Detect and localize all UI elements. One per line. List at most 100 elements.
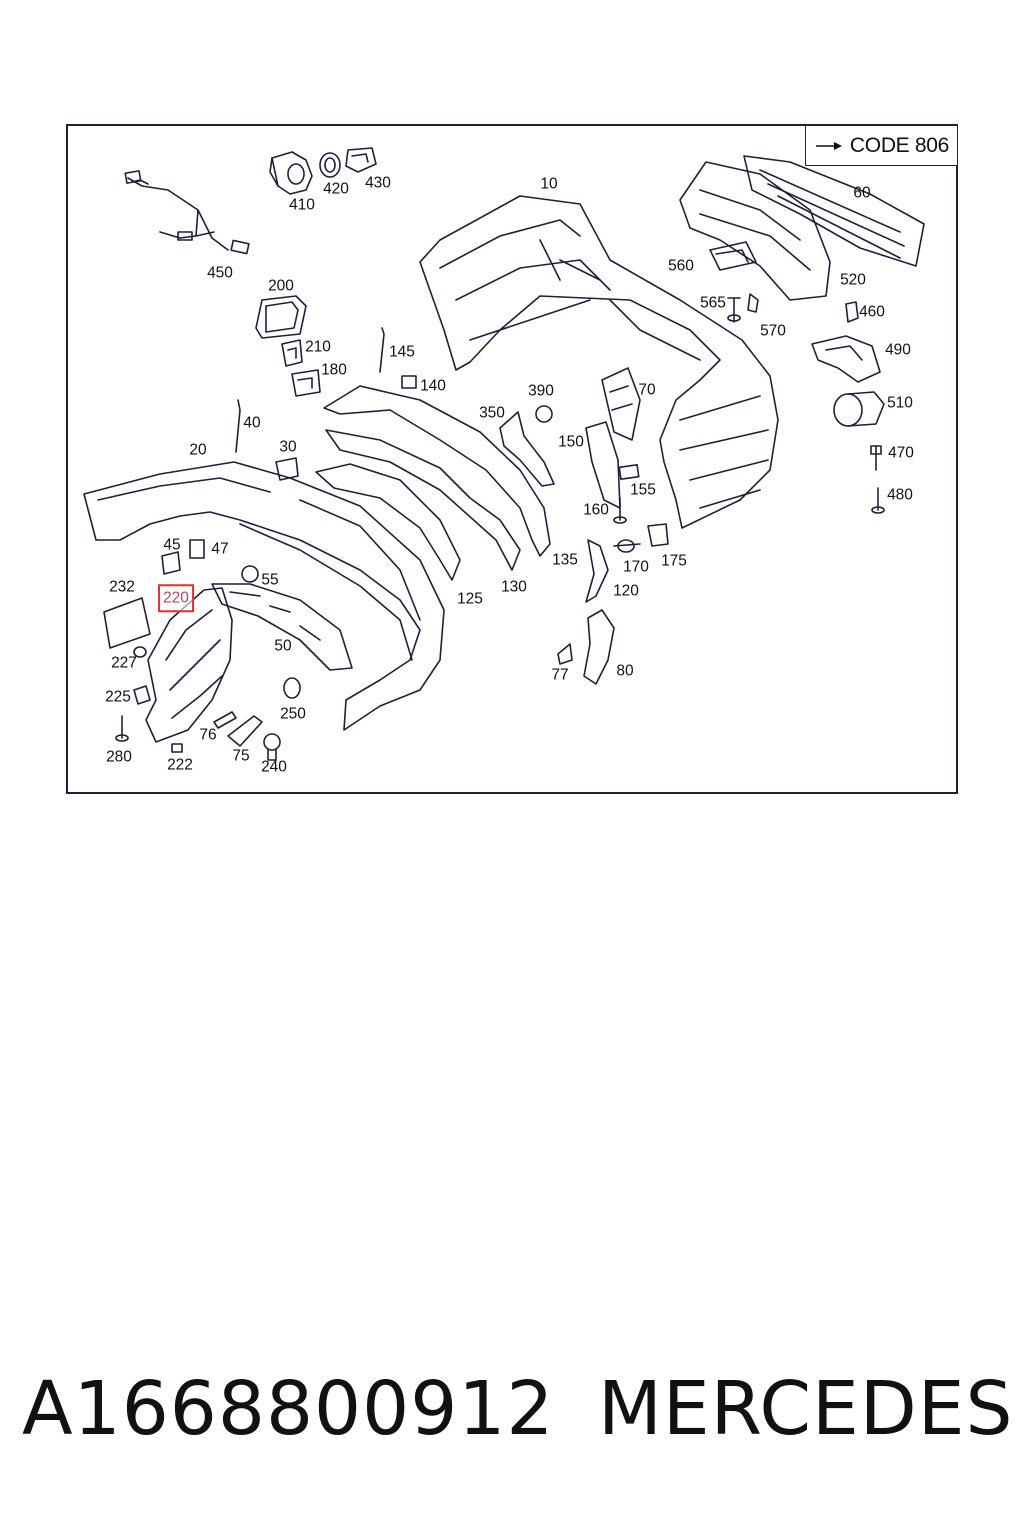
diagram-frame [66,124,958,794]
callout-80: 80 [616,662,634,680]
part-55-grommet [241,565,259,583]
callout-210: 210 [305,338,331,356]
callout-140: 140 [420,377,446,395]
part-227-nut [133,646,147,658]
part-60-diffuser [743,155,925,267]
callout-60: 60 [853,184,871,202]
part-390-nut [535,405,553,423]
code-label: CODE 806 [849,133,950,157]
part-560-panel [709,241,757,271]
callout-470: 470 [888,444,914,462]
callout-430: 430 [365,174,391,192]
callout-40: 40 [243,414,261,432]
callout-460: 460 [859,303,885,321]
callout-77: 77 [551,666,569,684]
part-80-flap [583,609,615,685]
callout-170: 170 [623,558,649,576]
callout-450: 450 [207,264,233,282]
callout-70: 70 [638,381,656,399]
part-570-clip [747,293,759,313]
part-120-trim [585,539,609,603]
part-180-bracket [291,369,321,397]
callout-480: 480 [887,486,913,504]
part-410-sensor [269,151,313,195]
callout-130: 130 [501,578,527,596]
part-10-bumper-cover [419,195,779,529]
callout-222: 222 [167,756,193,774]
part-20-lower-bumper [83,461,445,731]
code-806-box: CODE 806 [805,126,957,166]
callout-55: 55 [261,571,279,589]
callout-250: 250 [280,705,306,723]
part-520-carrier [679,161,831,301]
part-30-clip [275,457,299,481]
part-510-vent [833,391,885,427]
callout-227: 227 [111,654,137,672]
part-220-bracket [145,587,233,743]
part-175-clip [647,523,669,547]
part-222-clip [171,743,183,753]
part-50-carrier [211,583,353,671]
part-75-bracket [227,715,263,747]
part-140-clip [401,375,417,389]
part-470-fastener [870,445,882,471]
part-225-clip [133,685,151,705]
callout-30: 30 [279,438,297,456]
part-450-wiring-harness [124,170,250,255]
callout-47: 47 [211,540,229,558]
part-150-bracket [585,421,621,509]
part-40-strap [235,399,241,453]
part-280-screw [115,715,129,742]
part-480-fastener [871,487,885,514]
callout-240: 240 [261,758,287,776]
callout-10: 10 [540,175,558,193]
part-200-cover [255,295,307,339]
callout-50: 50 [274,637,292,655]
callout-75: 75 [232,747,250,765]
callout-565: 565 [700,294,726,312]
part-125-strip [325,429,521,571]
callout-490: 490 [885,341,911,359]
callout-20: 20 [189,441,207,459]
callout-160: 160 [583,501,609,519]
part-430-bracket [345,147,377,173]
callout-125: 125 [457,590,483,608]
part-145-strap [379,327,385,373]
callout-560: 560 [668,257,694,275]
callout-420: 420 [323,180,349,198]
callout-280: 280 [106,748,132,766]
part-460-clip [845,301,859,323]
callout-520: 520 [840,271,866,289]
callout-570: 570 [760,322,786,340]
callout-155: 155 [630,481,656,499]
part-232-cover [103,597,151,649]
part-250-grommet [283,677,301,699]
callout-135: 135 [552,551,578,569]
callout-350: 350 [479,404,505,422]
arrow-right-icon [815,141,842,150]
part-45-clip [161,551,181,575]
callout-200: 200 [268,277,294,295]
part-350-bracket [499,411,555,487]
callout-120: 120 [613,582,639,600]
part-155-clip [618,464,640,480]
callout-76: 76 [199,726,217,744]
part-160-screw [613,497,627,524]
part-76-strip [213,711,237,729]
callout-232: 232 [109,578,135,596]
callout-150: 150 [558,433,584,451]
callout-220-highlighted: 220 [158,584,194,612]
part-490-bracket [811,335,881,383]
callout-175: 175 [661,552,687,570]
brand-caption: MERCEDES [598,1366,1014,1452]
callout-510: 510 [887,394,913,412]
part-210-bracket [281,339,303,367]
callout-225: 225 [105,688,131,706]
callout-410: 410 [289,196,315,214]
part-47-clip [189,539,205,559]
callout-180: 180 [321,361,347,379]
callout-390: 390 [528,382,554,400]
exploded-parts-drawing [83,147,925,761]
part-565-screw [727,297,741,323]
part-number-caption: A1668800912 [22,1366,555,1452]
